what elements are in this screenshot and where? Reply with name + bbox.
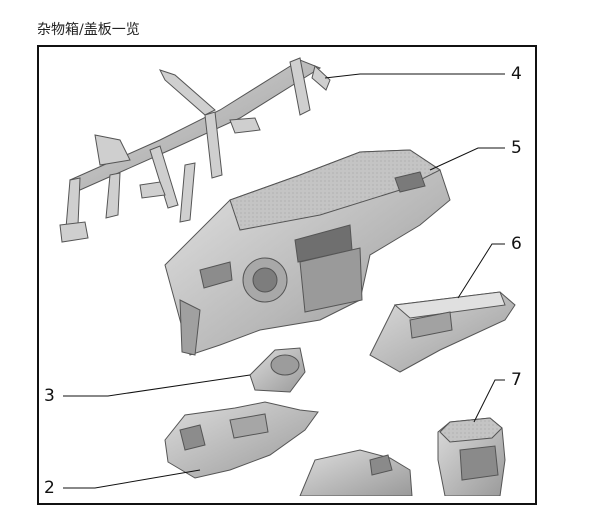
cross-member-frame	[59, 57, 331, 243]
glove-box	[369, 291, 516, 373]
center-console-partial	[299, 449, 413, 496]
armrest-cover	[437, 417, 506, 496]
callout-7: 7	[511, 370, 522, 390]
callout-4: 4	[511, 64, 522, 84]
callout-6: 6	[511, 234, 522, 254]
lower-trim-panel	[164, 401, 319, 479]
callout-2: 2	[44, 478, 55, 498]
page-title: 杂物箱/盖板一览	[37, 22, 140, 38]
leader-lines	[63, 73, 505, 489]
dashboard-panel	[164, 149, 451, 356]
steering-column-trim	[249, 347, 306, 393]
callout-3: 3	[44, 386, 55, 406]
callout-5: 5	[511, 138, 522, 158]
